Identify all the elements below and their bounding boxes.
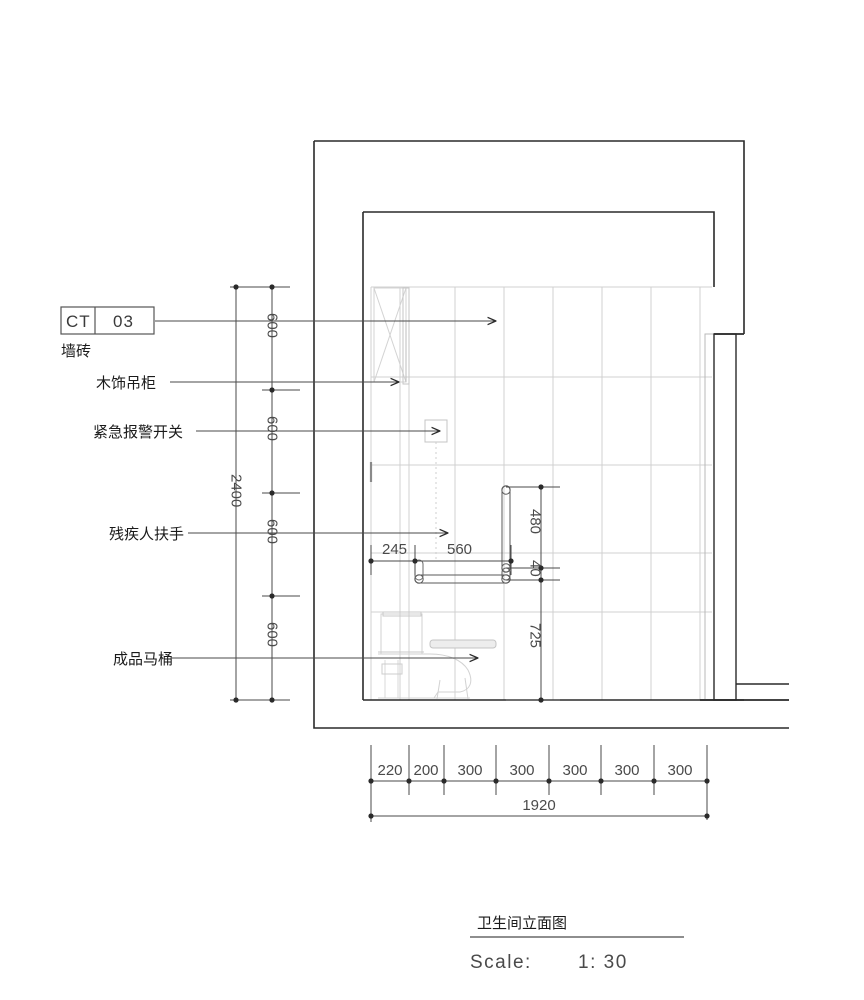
detail-dim-480: 480 bbox=[527, 509, 544, 534]
hdim-6: 300 bbox=[667, 762, 692, 779]
material-tag-caption: 墙砖 bbox=[61, 343, 91, 360]
vdim-2: 600 bbox=[264, 519, 281, 544]
grab-bar-horizontal-dim-dots bbox=[368, 558, 514, 564]
hdim-total: 1920 bbox=[522, 797, 555, 814]
vertical-dimension-dots bbox=[233, 284, 275, 703]
material-tag-number: 03 bbox=[113, 312, 134, 331]
detail-dim-725: 725 bbox=[527, 623, 544, 648]
vertical-dimension-values: 600 600 600 600 2400 bbox=[228, 313, 281, 647]
annotation-label-wood-cabinet: 木饰吊柜 bbox=[96, 375, 156, 392]
hdim-2: 300 bbox=[457, 762, 482, 779]
title-block: 卫生间立面图 Scale: 1: 30 bbox=[470, 915, 684, 973]
room-outer-shell bbox=[313, 140, 789, 729]
detail-dim-560: 560 bbox=[447, 541, 472, 558]
prefab-toilet bbox=[378, 611, 497, 700]
hdim-1: 200 bbox=[413, 762, 438, 779]
wood-wall-cabinet bbox=[373, 287, 410, 385]
grab-bar-vertical-dims bbox=[506, 486, 560, 701]
vdim-total: 2400 bbox=[228, 474, 245, 507]
material-tag-code: CT bbox=[66, 312, 91, 331]
hdim-4: 300 bbox=[562, 762, 587, 779]
scale-value: 1: 30 bbox=[578, 952, 628, 973]
right-door-partition bbox=[700, 333, 789, 701]
scale-label: Scale: bbox=[470, 952, 532, 973]
vdim-0: 600 bbox=[264, 313, 281, 338]
ceiling-soffit bbox=[362, 211, 715, 700]
detail-dim-245: 245 bbox=[382, 541, 407, 558]
horizontal-dimension-dots bbox=[368, 778, 710, 819]
drawing-title: 卫生间立面图 bbox=[477, 915, 567, 932]
grab-bar-vertical-dim-dots bbox=[538, 484, 544, 703]
hdim-0: 220 bbox=[377, 762, 402, 779]
vdim-3: 600 bbox=[264, 622, 281, 647]
annotation-leaders bbox=[155, 321, 496, 658]
horizontal-dimension-values: 220 200 300 300 300 300 300 1920 bbox=[377, 762, 692, 814]
hdim-3: 300 bbox=[509, 762, 534, 779]
vdim-1: 600 bbox=[264, 416, 281, 441]
annotation-label-grab-bar: 残疾人扶手 bbox=[109, 526, 184, 543]
annotation-label-toilet: 成品马桶 bbox=[113, 651, 173, 668]
hdim-5: 300 bbox=[614, 762, 639, 779]
material-tag-ct03[interactable] bbox=[60, 306, 155, 335]
annotation-label-alarm-switch: 紧急报警开关 bbox=[93, 424, 183, 441]
detail-dim-40: 40 bbox=[527, 560, 544, 577]
